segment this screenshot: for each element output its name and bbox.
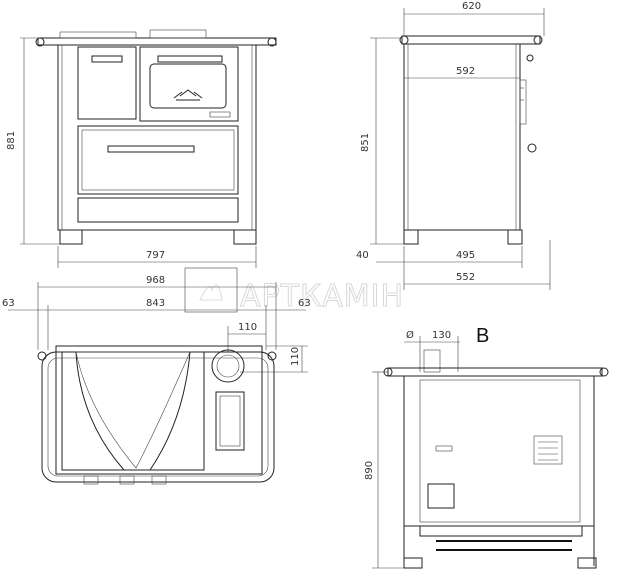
- firebox-handle: [91, 55, 123, 63]
- watermark-text: АРТКАМІН: [240, 279, 404, 314]
- rear-badge: [435, 445, 453, 452]
- rear-panel: [419, 379, 581, 523]
- front-view: 881 797: [6, 29, 277, 268]
- dim-rear-offset: 130: [432, 330, 451, 341]
- dim-side-depth: 495: [456, 250, 475, 261]
- watermark: АРТКАМІН: [184, 267, 404, 315]
- front-top-rim: [59, 31, 137, 39]
- rear-rail-top: [419, 525, 583, 537]
- rear-view: B Ø 130 890: [364, 325, 609, 569]
- dim-front-height: 881: [6, 131, 17, 150]
- dim-flue-x: 110: [238, 322, 257, 333]
- drawer-handle: [107, 145, 195, 153]
- front-drawer: [77, 125, 239, 195]
- oven-handle: [157, 55, 223, 63]
- side-view: 620 592 851 40 495 552: [356, 1, 551, 290]
- top-view: 968 843 63 63 110 110: [2, 275, 311, 485]
- front-top-rim-right: [149, 29, 207, 39]
- dim-top-total: 968: [146, 275, 165, 286]
- front-leg-left: [59, 229, 83, 245]
- ash-drawer: [77, 197, 239, 223]
- view-b-label: B: [476, 325, 489, 347]
- rear-leg-right: [577, 557, 597, 569]
- rear-flue-pipe: [423, 349, 441, 373]
- dim-rear-height: 890: [364, 461, 375, 480]
- dim-rear-diameter: Ø: [406, 329, 414, 341]
- side-knob: [527, 143, 537, 153]
- front-handle-right: [267, 37, 277, 47]
- dim-flue-y: 110: [290, 347, 301, 366]
- side-leg-right: [507, 229, 523, 245]
- dim-top-right-margin: 63: [298, 298, 311, 309]
- side-body: [403, 43, 521, 231]
- top-slot: [215, 391, 245, 451]
- dim-side-height: 851: [360, 133, 371, 152]
- logo-emblem: [173, 89, 203, 101]
- cooktop-curve-left: [61, 351, 126, 471]
- rear-leg-left: [403, 557, 423, 569]
- thermometer-badge: [209, 111, 231, 118]
- side-leg-left: [403, 229, 419, 245]
- dim-side-top: 620: [462, 1, 481, 12]
- rear-access-box: [427, 483, 455, 509]
- front-cooktop: [37, 37, 277, 46]
- rear-body: [403, 375, 595, 527]
- dim-side-leg: 40: [356, 250, 369, 261]
- dim-side-total: 552: [456, 272, 475, 283]
- dim-front-width: 797: [146, 250, 165, 261]
- oven-window: [149, 63, 227, 109]
- top-plate: [55, 345, 263, 475]
- dim-side-inner: 592: [456, 66, 475, 77]
- firebox-door: [77, 46, 137, 120]
- oven-door: [139, 46, 239, 122]
- top-frame: [41, 351, 275, 483]
- front-leg-right: [233, 229, 257, 245]
- flue-outlet: [211, 349, 245, 383]
- rear-vent: [533, 435, 563, 465]
- side-cooktop: [401, 35, 541, 45]
- dim-top-left-margin: 63: [2, 298, 15, 309]
- front-body: [57, 44, 257, 231]
- dim-top-inner: 843: [146, 298, 165, 309]
- cooktop-curve-right: [149, 351, 205, 471]
